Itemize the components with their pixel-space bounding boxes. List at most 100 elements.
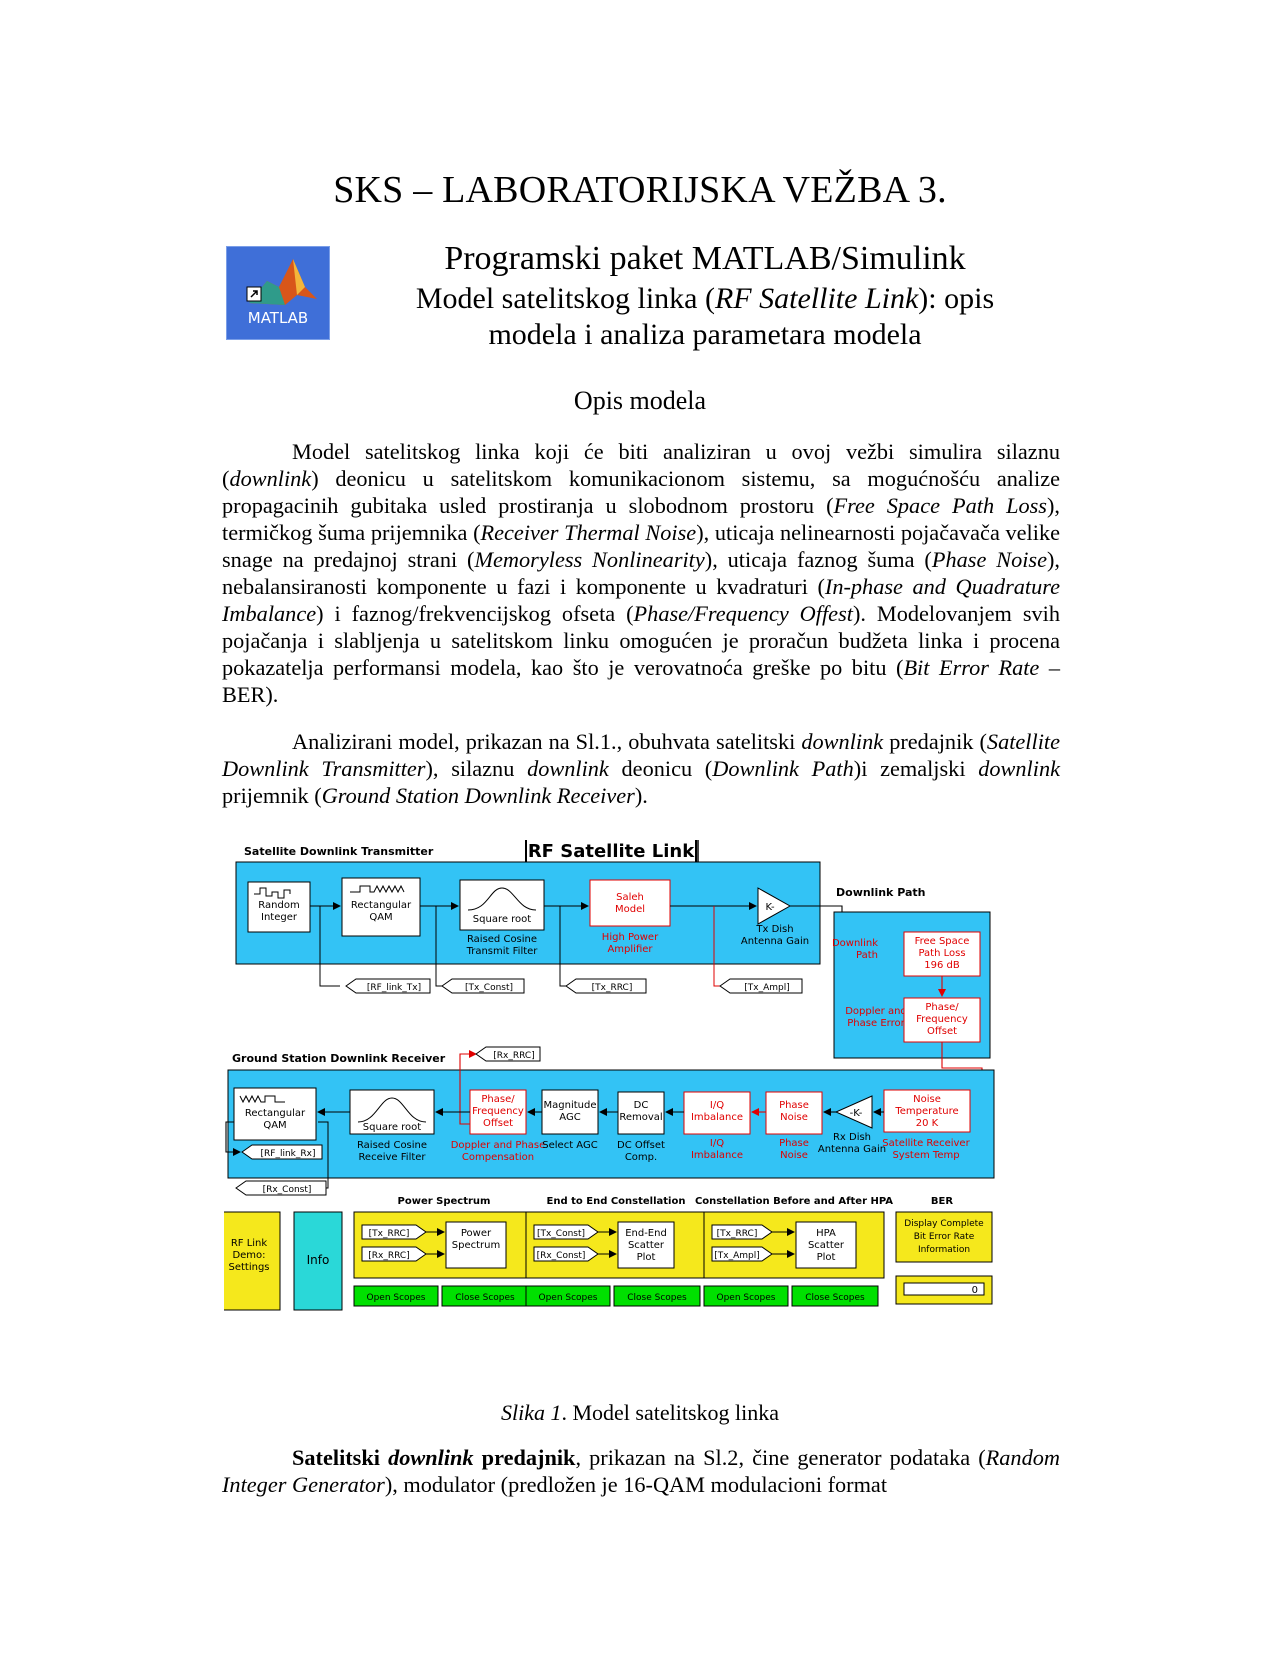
rectangular-qam-rx-label: QAM [263,1120,286,1131]
end_to_end-from-1-label: [Tx_Const] [537,1229,585,1239]
bold-term: Satelitski [292,1445,389,1470]
free-space-path-loss-label: Path Loss [918,948,965,959]
subtitle-text: Model satelitskog linka ( [415,282,715,315]
document-title: SKS – LABORATORIJSKA VEŽBA 3. [333,169,947,211]
italic-term: Free Space Path Loss [833,493,1047,518]
phase-frequency-offset-rx-label: Frequency [472,1106,524,1117]
paragraph-2: Analizirani model, prikazan na Sl.1., ob… [222,728,1060,809]
rf-satellite-link-diagram: RF Satellite Link Satellite Downlink Tran… [224,840,995,1311]
rx-gain-label: -K- [850,1108,863,1119]
italic-term: Phase Noise [931,547,1047,572]
raised-cosine-rx-label: Raised Cosine [357,1140,427,1151]
hpa_const-block-label: Scatter [808,1240,845,1251]
bold-term: predajnik [473,1445,576,1470]
hpa_const-block-label: Plot [817,1252,836,1263]
goto-rf-link-rx [241,1144,323,1160]
goto-tx-rrc [565,978,647,994]
italic-term: downlink [527,756,609,781]
ber-display-field [903,1282,985,1296]
power_spectrum-from-2 [361,1246,427,1262]
paragraph-text: ). [634,783,648,808]
tx-dish-label: Tx Dish [755,924,793,935]
paragraph-text: ). Modelovanjem svih pojačanja i slablje… [222,601,1061,680]
rx-group-title: Ground Station Downlink Receiver [232,1052,446,1065]
rectangular-qam-tx-label: Rectangular [351,900,412,911]
hpa_const-title: Constellation Before and After HPA [695,1196,893,1207]
phase-frequency-offset-rx-label: Phase/ [481,1094,515,1105]
paragraph-text: ), uticaja faznog šuma ( [704,547,932,572]
power_spectrum-from-1 [361,1224,427,1240]
dc-offset-comp-label: Comp. [625,1152,657,1163]
rx-dish-label: Rx Dish [833,1132,871,1143]
iq-imbalance-block-label: Imbalance [691,1112,743,1123]
ber-title: BER [931,1196,953,1207]
italic-term: Random Integer Generator [222,1445,1060,1497]
italic-term: downlink [229,466,312,491]
ber-info-label: Display Complete [904,1219,984,1229]
signal-wire [318,1121,329,1189]
phase-frequency-offset-rx-label: Offset [483,1118,513,1129]
ber-info-label: Information [918,1245,970,1255]
saleh-model-block [589,879,671,927]
italic-term: Downlink Path [712,756,854,781]
signal-wire [225,1121,241,1156]
power_spectrum-open-scopes-button [353,1285,439,1307]
magnitude-agc-block [541,1089,599,1135]
signal-wire [559,906,566,987]
end_to_end-from-1 [533,1224,599,1240]
diagram-title: RF Satellite Link [528,841,695,862]
settings-label: Settings [228,1262,269,1273]
info-label: Info [307,1253,330,1267]
rx-dish-gain-block [834,1095,873,1129]
select-agc-label: Select AGC [542,1140,597,1151]
subtitle-line-1: Programski paket MATLAB/Simulink [444,240,966,277]
raised-cosine-rx-label: Receive Filter [358,1152,426,1163]
phase-noise-label: Phase [779,1138,809,1149]
noise-temperature-block [883,1089,971,1133]
magnitude-agc-label: Magnitude [544,1100,597,1111]
section-heading: Opis modela [573,386,707,415]
goto-tx-ampl [719,978,803,994]
rx-panel [227,1069,995,1179]
paragraph-text: ) deonicu u satelitskom komunikacionom s… [222,466,1060,518]
goto-tx-const-label: [Tx_Const] [465,983,513,993]
end_to_end-block [617,1221,675,1269]
italic-term: Ground Station Downlink Receiver [321,783,635,808]
dc-removal-label: Removal [619,1112,662,1123]
paragraph-text: prijemnik ( [222,783,322,808]
info-block [293,1211,343,1311]
end_to_end-from-2-label: [Rx_Const] [537,1251,586,1261]
tx-group-title: Satellite Downlink Transmitter [244,845,434,858]
phase-frequency-offset-rx-block [469,1089,527,1135]
rectangular-qam-rx-block [233,1087,317,1141]
ber-display-value: 0 [972,1285,978,1296]
figure-caption: Slika 1. Model satelitskog linka [0,1400,1280,1426]
iq-imbalance-label: I/Q [710,1138,724,1149]
end_to_end-block-label: Scatter [628,1240,665,1251]
italic-term: Satellite Downlink Transmitter [222,729,1060,781]
goto-rx-const-label: [Rx_Const] [263,1185,312,1195]
phase-frequency-offset-block [903,997,981,1043]
italic-term: downlink [801,729,884,754]
italic-term: Receiver Thermal Noise [480,520,697,545]
end_to_end-open-scopes-button [525,1285,611,1307]
hpa_const-open-scopes-label: Open Scopes [716,1293,775,1303]
phase-noise-label: Noise [780,1150,808,1161]
hpa_const-panel [703,1211,885,1279]
power_spectrum-open-scopes-label: Open Scopes [366,1293,425,1303]
hpa_const-close-scopes-button [791,1285,879,1307]
high-power-amplifier-label: High Power [602,932,659,943]
raised-cosine-tx-label: Transmit Filter [466,946,539,957]
hpa_const-block [795,1221,857,1269]
doppler-phase-compensation-label: Doppler and Phase [451,1140,546,1151]
iq-imbalance-block-label: I/Q [710,1100,724,1111]
qam-signal-icon [239,1094,285,1104]
paragraph-text: ), nebalansiranosti komponente u fazi i … [222,547,1060,599]
subtitle-line-2: Model satelitskog linka (RF Satellite Li… [330,282,1080,316]
paragraph-text: ), modulator (predložen je 16-QAM modula… [384,1472,888,1497]
paragraph-text: Analizirani model, prikazan na Sl.1., ob… [292,729,802,754]
hpa_const-from-2 [711,1246,773,1262]
paragraph-text: Model satelitskog linka koji će biti ana… [222,439,1060,491]
goto-rf-link-rx-label: [RF_link_Rx] [261,1149,316,1159]
rx-dish-label: Antenna Gain [818,1144,886,1155]
